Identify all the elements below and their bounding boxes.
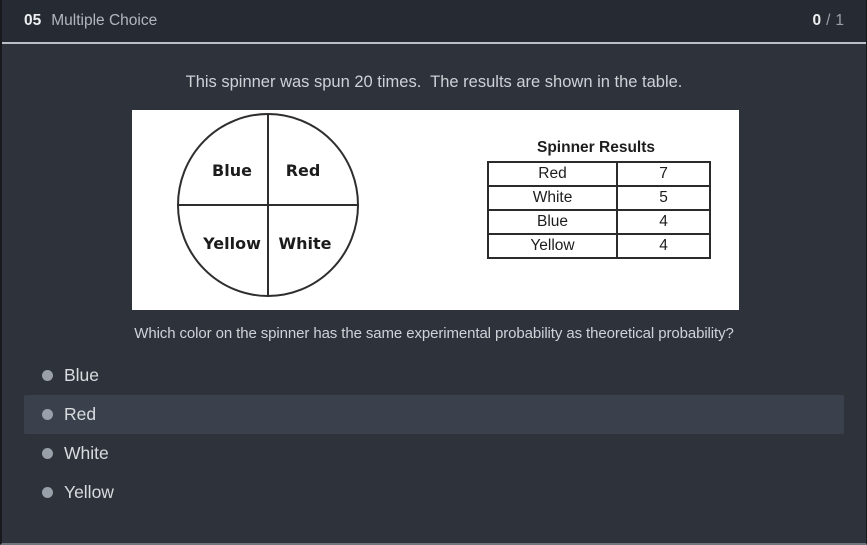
question-image: Blue Red Yellow White Spinner Results Re…	[132, 110, 739, 310]
score-total: 1	[835, 12, 844, 29]
spinner-label-yellow: Yellow	[202, 234, 261, 253]
spinner-label-red: Red	[286, 161, 321, 180]
table-cell-count: 4	[616, 209, 711, 235]
option-white[interactable]: White	[24, 434, 844, 473]
table-row: Blue 4	[487, 209, 711, 235]
table-row: White 5	[487, 185, 711, 211]
option-label: Red	[64, 404, 97, 424]
question-header: 05 Multiple Choice 0 / 1	[2, 0, 866, 42]
table-cell-color: Blue	[487, 209, 618, 235]
score-indicator: 0 / 1	[812, 12, 844, 30]
header-divider	[2, 42, 866, 44]
table-row: Red 7	[487, 161, 711, 187]
table-cell-count: 7	[616, 161, 711, 187]
spinner-label-white: White	[278, 234, 331, 253]
radio-icon	[42, 448, 53, 459]
option-yellow[interactable]: Yellow	[24, 473, 844, 512]
radio-icon	[42, 487, 53, 498]
radio-icon	[42, 409, 53, 420]
table-cell-color: Yellow	[487, 233, 618, 259]
results-table: Red 7 White 5 Blue 4 Yellow 4	[487, 161, 711, 259]
question-prompt-text: Which color on the spinner has the same …	[134, 325, 734, 342]
option-red[interactable]: Red	[24, 395, 844, 434]
spinner-figure: Blue Red Yellow White	[177, 113, 359, 297]
spinner-label-blue: Blue	[212, 161, 252, 180]
question-intro-text: This spinner was spun 20 times. The resu…	[185, 73, 683, 91]
table-cell-count: 4	[616, 233, 711, 259]
table-cell-color: White	[487, 185, 618, 211]
option-blue[interactable]: Blue	[24, 356, 844, 395]
question-number: 05	[24, 12, 42, 29]
answer-options: Blue Red White Yellow	[2, 356, 866, 512]
question-type-label: Multiple Choice	[51, 12, 158, 29]
table-cell-color: Red	[487, 161, 618, 187]
option-label: White	[64, 443, 109, 463]
option-label: Yellow	[64, 482, 114, 502]
spinner-results-table: Spinner Results Red 7 White 5 Blue 4	[487, 139, 711, 259]
option-label: Blue	[64, 365, 100, 385]
table-title: Spinner Results	[537, 139, 655, 156]
score-separator: /	[826, 12, 831, 29]
table-row: Yellow 4	[487, 233, 711, 259]
score-current: 0	[812, 12, 822, 29]
radio-icon	[42, 370, 53, 381]
table-cell-count: 5	[616, 185, 711, 211]
